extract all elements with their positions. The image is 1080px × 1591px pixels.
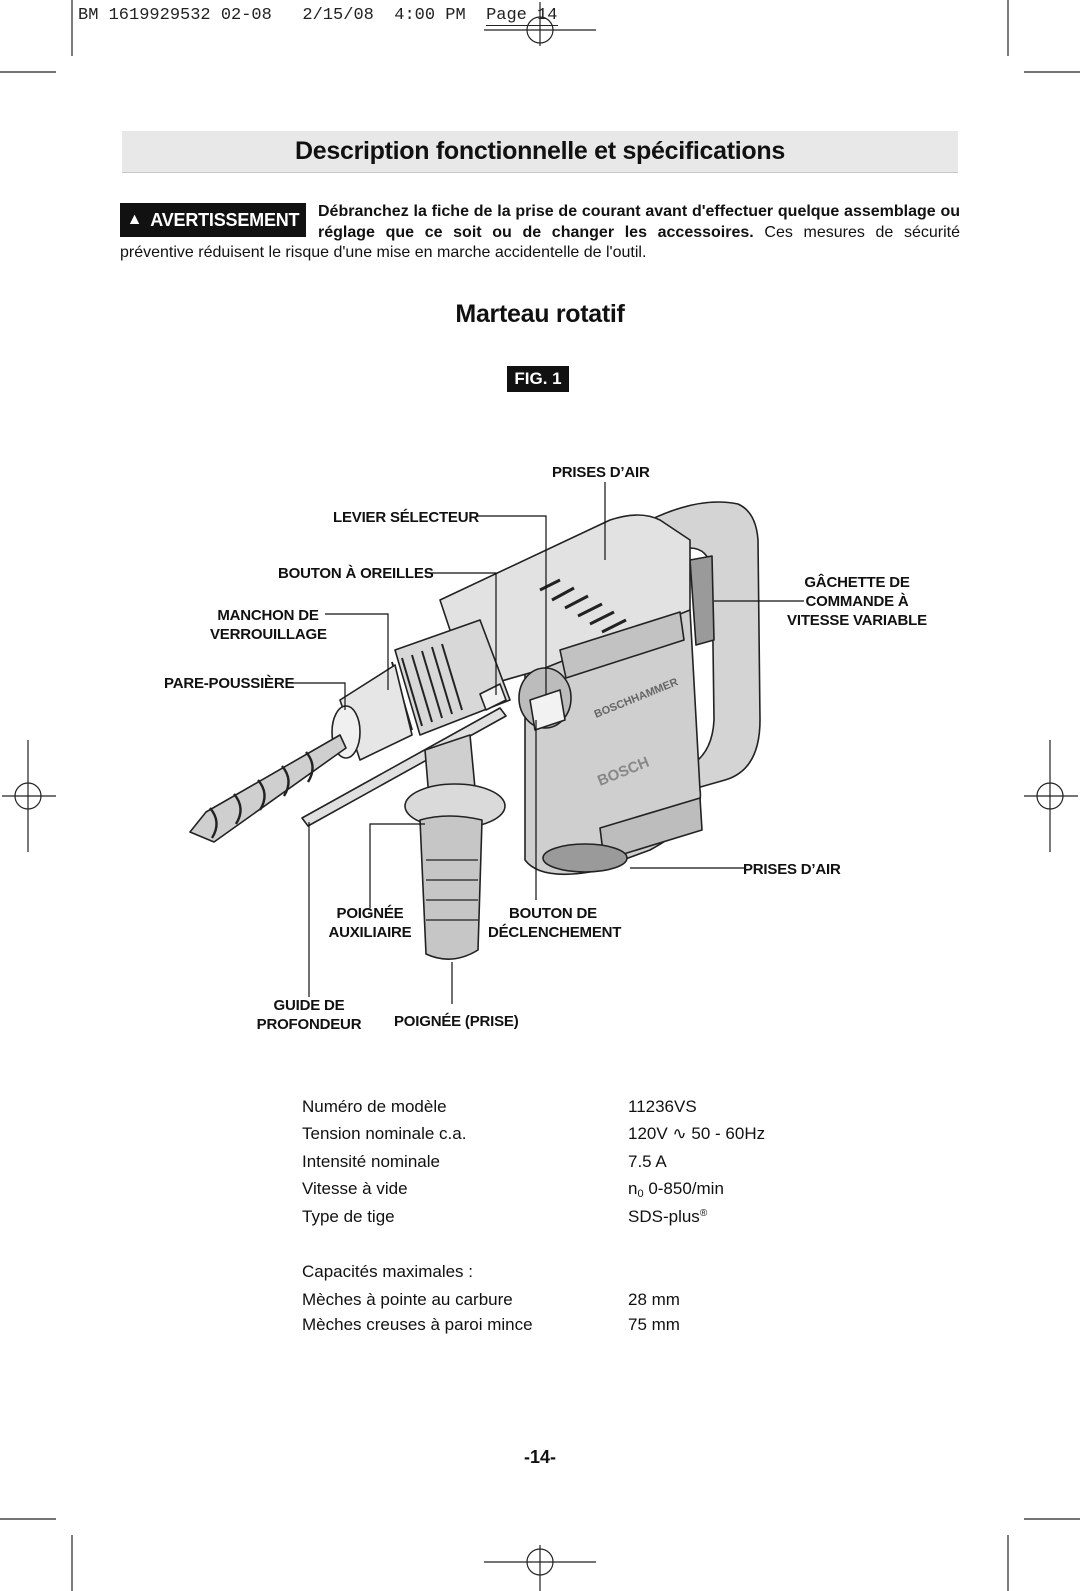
spec-value-subscript: 0 (637, 1187, 644, 1200)
spec-row: Intensité nominale 7.5 A (302, 1148, 822, 1176)
capacity-value: 28 mm (628, 1289, 680, 1309)
spec-row: Tension nominale c.a. 120V ∿ 50 - 60Hz (302, 1121, 822, 1149)
section-title: Description fonctionnelle et spécificati… (295, 137, 785, 165)
housing-ribs (559, 611, 685, 679)
label-trigger-line1: GÂCHETTE DE (804, 574, 910, 591)
label-wing-button: BOUTON À OREILLES (278, 565, 434, 582)
figure-badge: FIG. 1 (507, 366, 569, 392)
label-release-button: BOUTON DE DÉCLENCHEMENT (488, 904, 622, 942)
spec-key: Intensité nominale (302, 1151, 440, 1171)
spec-value: SDS-plus® (628, 1207, 707, 1227)
spec-value-range: 0-850/min (643, 1178, 724, 1198)
spec-row: Type de tige SDS-plus® (302, 1203, 822, 1231)
specifications-table: Numéro de modèle 11236VS Tension nominale… (302, 1093, 822, 1337)
trigger (689, 555, 715, 646)
label-air-intake-top: PRISES D’AIR (552, 464, 650, 481)
label-trigger-line2: COMMANDE À (805, 593, 909, 610)
label-air-intake-bottom: PRISES D’AIR (743, 861, 841, 878)
warning-triangle-icon: ▲ (126, 211, 143, 228)
warning-text: Débranchez la fiche de la prise de coura… (318, 201, 960, 243)
label-aux-handle-line2: AUXILIAIRE (328, 924, 412, 941)
spec-key: Numéro de modèle (302, 1096, 447, 1116)
label-release-line1: BOUTON DE (509, 905, 597, 922)
registered-mark: ® (699, 1207, 708, 1219)
label-locking-sleeve: MANCHON DE VERROUILLAGE (210, 606, 327, 644)
spec-value: 11236VS (628, 1096, 697, 1116)
spec-row: Numéro de modèle 11236VS (302, 1093, 822, 1121)
label-aux-handle-line1: POIGNÉE (336, 905, 404, 922)
spec-value: 7.5 A (628, 1151, 667, 1171)
spec-value: n0 0-850/min (628, 1179, 724, 1200)
wing-button (479, 683, 507, 711)
spec-key: Vitesse à vide (302, 1179, 408, 1199)
bit-flutes (209, 751, 314, 839)
capacity-row: Mèches creuses à paroi mince 75 mm (302, 1314, 822, 1337)
capacity-key: Mèches à pointe au carbure (302, 1289, 513, 1309)
capacity-row: Mèches à pointe au carbure 28 mm (302, 1286, 822, 1314)
label-depth-guide: GUIDE DE PROFONDEUR (256, 996, 362, 1034)
label-locking-sleeve-line2: VERROUILLAGE (210, 626, 327, 643)
label-depth-line2: PROFONDEUR (256, 1016, 362, 1033)
depth-guide (301, 707, 507, 827)
tool-title: Marteau rotatif (455, 300, 625, 328)
page-number: -14- (523, 1447, 556, 1467)
capacities-heading-text: Capacités maximales : (302, 1262, 474, 1282)
warning-normal-text: Ces mesures de sécurité (753, 224, 961, 241)
print-slug: BM 1619929532 02-08 2/15/08 4:00 PM Page… (78, 6, 558, 26)
capacity-value: 75 mm (628, 1315, 680, 1334)
warning-badge-label: AVERTISSEMENT (150, 209, 300, 230)
capacities-heading: Capacités maximales : (302, 1259, 822, 1287)
callout-lines (290, 482, 804, 1004)
label-depth-line1: GUIDE DE (273, 997, 345, 1014)
slug-info: BM 1619929532 02-08 2/15/08 4:00 PM (78, 6, 487, 25)
section-title-bar: Description fonctionnelle et spécificati… (122, 131, 958, 173)
label-dust-cover: PARE-POUSSIÈRE (164, 675, 295, 692)
spec-key: Type de tige (302, 1206, 395, 1226)
label-release-line2: DÉCLENCHEMENT (488, 924, 622, 941)
air-vents-top (539, 578, 627, 634)
spec-value-text: SDS-plus (628, 1206, 700, 1226)
label-selector-lever: LEVIER SÉLECTEUR (333, 509, 479, 526)
warning-bold-text: Débranchez la fiche de la prise de coura… (318, 203, 960, 241)
warning-text-continued: préventive réduisent le risque d'une mis… (120, 244, 647, 261)
spec-value-symbol: n (628, 1178, 638, 1198)
label-auxiliary-handle: POIGNÉE AUXILIAIRE (322, 904, 418, 942)
label-trigger: GÂCHETTE DE COMMANDE À VITESSE VARIABLE (786, 573, 928, 630)
auxiliary-handle-grip (419, 815, 483, 960)
warning-badge: ▲ AVERTISSEMENT (120, 203, 306, 237)
spec-value: 120V ∿ 50 - 60Hz (628, 1124, 766, 1144)
label-locking-sleeve-line1: MANCHON DE (217, 607, 319, 624)
label-trigger-line3: VITESSE VARIABLE (787, 612, 927, 629)
label-grip: POIGNÉE (PRISE) (394, 1013, 519, 1030)
spec-row: Vitesse à vide n0 0-850/min (302, 1176, 822, 1204)
drill-bit (189, 734, 347, 843)
spec-key: Tension nominale c.a. (302, 1124, 467, 1144)
capacity-key: Mèches creuses à paroi mince (302, 1315, 533, 1334)
